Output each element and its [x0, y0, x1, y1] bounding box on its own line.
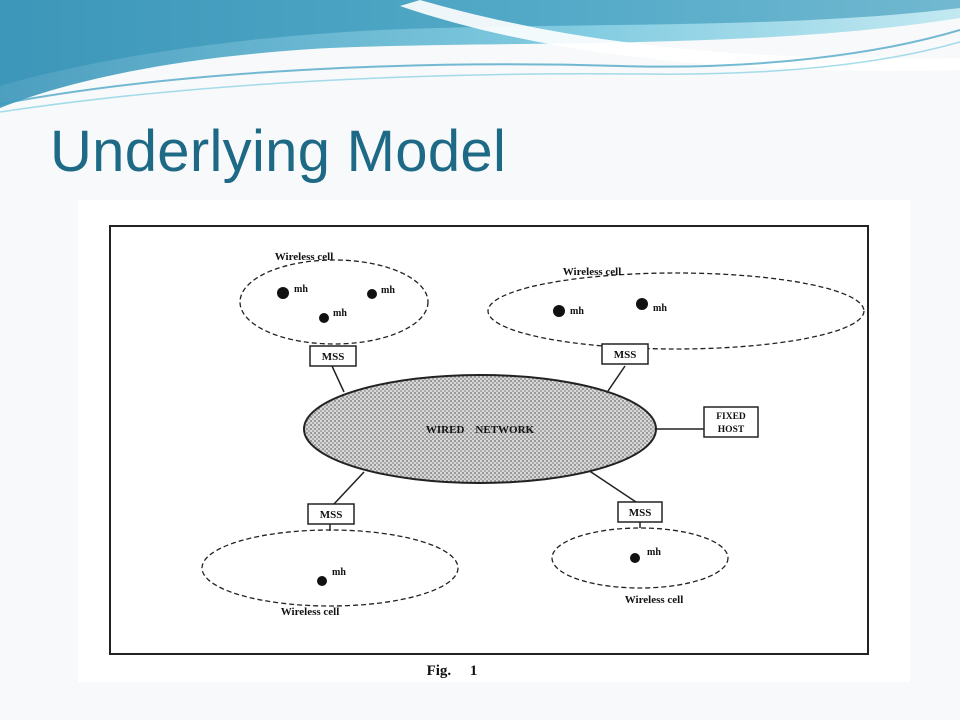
mobile-host-label: mh	[332, 567, 346, 578]
link-mss1-network	[331, 365, 345, 393]
mobile-host-dot	[319, 313, 329, 323]
mobile-host-dot	[636, 298, 648, 310]
wired-network-ellipse	[303, 374, 657, 484]
wireless-cell-1	[239, 259, 429, 345]
wireless-cell-1-label: Wireless cell	[275, 251, 334, 263]
link-network-mss4	[587, 469, 637, 503]
mobile-host-label: mh	[333, 308, 347, 319]
link-mss2-network	[607, 365, 626, 392]
mss-box-2	[601, 343, 649, 365]
fixed-host-label-line2: HOST	[718, 425, 745, 435]
fixed-host-label-line1: FIXED	[716, 412, 746, 422]
figure-frame	[109, 225, 869, 655]
network-diagram: WIRED NETWORK FIXED HOST Wireless cell m…	[109, 225, 869, 679]
mss-label-2: MSS	[614, 349, 637, 361]
wireless-cell-3	[201, 529, 459, 607]
mobile-host-dot	[317, 576, 327, 586]
mobile-host-dot	[630, 553, 640, 563]
mobile-host-label: mh	[647, 547, 661, 558]
mss-box-1	[309, 345, 357, 367]
mss-label-4: MSS	[629, 507, 652, 519]
wireless-cell-2-label: Wireless cell	[563, 266, 622, 278]
mss-box-3	[307, 503, 355, 525]
figure-panel: WIRED NETWORK FIXED HOST Wireless cell m…	[78, 200, 910, 682]
fixed-host-box	[703, 406, 759, 438]
wireless-cell-4	[551, 527, 729, 589]
mobile-host-label: mh	[294, 284, 308, 295]
mobile-host-label: mh	[381, 285, 395, 296]
mobile-host-label: mh	[570, 306, 584, 317]
mobile-host-label: mh	[653, 303, 667, 314]
mobile-host-dot	[367, 289, 377, 299]
mss-label-1: MSS	[322, 351, 345, 363]
wireless-cell-3-label: Wireless cell	[281, 606, 340, 618]
wireless-cell-4-label: Wireless cell	[625, 594, 684, 606]
wireless-cell-2	[487, 272, 865, 350]
figure-caption: Fig. 1	[427, 663, 478, 679]
mss-label-3: MSS	[320, 509, 343, 521]
link-network-mss3	[333, 471, 365, 505]
mobile-host-dot	[277, 287, 289, 299]
mss-box-4	[617, 501, 663, 523]
header-wave-decoration	[0, 0, 960, 113]
slide-title: Underlying Model	[50, 119, 507, 184]
mobile-host-dot	[553, 305, 565, 317]
wired-network-label: WIRED NETWORK	[426, 424, 535, 436]
